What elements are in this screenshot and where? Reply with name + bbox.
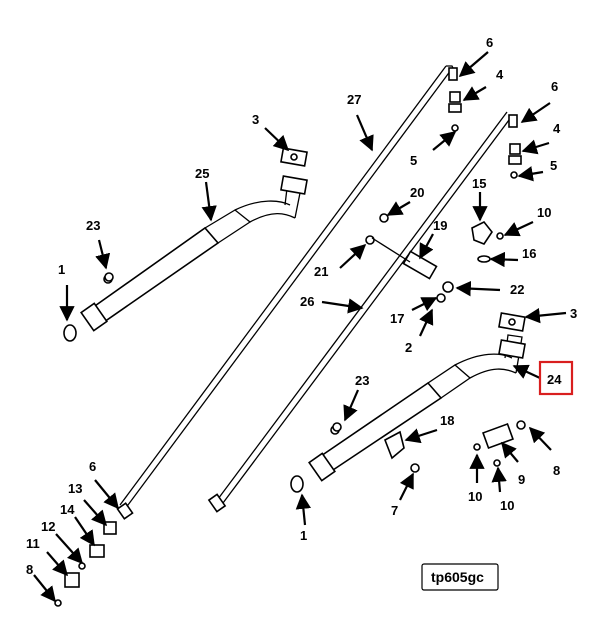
- callout-18: 18: [440, 413, 454, 428]
- callout-11: 11: [26, 536, 40, 551]
- callout-22: 22: [510, 282, 524, 297]
- callout-1-lower: 1: [300, 528, 307, 543]
- callout-15: 15: [472, 176, 486, 191]
- fitting-9: [473, 420, 526, 467]
- callout-6-right: 6: [551, 79, 558, 94]
- callout-8-left: 8: [26, 562, 33, 577]
- callout-27: 27: [347, 92, 361, 107]
- callout-23-upper: 23: [86, 218, 100, 233]
- callout-1-upper: 1: [58, 262, 65, 277]
- callout-13: 13: [68, 481, 82, 496]
- callout-6-lower-left: 6: [89, 459, 96, 474]
- callout-19: 19: [433, 218, 447, 233]
- callout-25: 25: [195, 166, 209, 181]
- callout-5-right: 5: [550, 158, 557, 173]
- callout-16: 16: [522, 246, 536, 261]
- callout-17: 17: [390, 311, 404, 326]
- callout-10-upper: 10: [537, 205, 551, 220]
- callout-24: 24: [547, 372, 562, 387]
- leader-arrows: [33, 51, 567, 603]
- tube-27: [119, 65, 462, 510]
- callout-4-right: 4: [553, 121, 561, 136]
- elbow-fitting-15: [471, 220, 504, 263]
- hose-24: [290, 312, 526, 493]
- callout-labels: 1 1 2 3 3 4 4 5 5 6 6 6 7 8 8 9 10 10 10…: [26, 35, 577, 577]
- callout-20: 20: [410, 185, 424, 200]
- callout-7: 7: [391, 503, 398, 518]
- center-fittings: [365, 213, 454, 303]
- callout-21: 21: [314, 264, 328, 279]
- fitting-stack-lower-left: [54, 502, 134, 607]
- callout-14: 14: [60, 502, 75, 517]
- callout-9: 9: [518, 472, 525, 487]
- callout-23-lower: 23: [355, 373, 369, 388]
- callout-24-highlight: 24: [538, 360, 574, 396]
- bolt-23-upper: [104, 272, 114, 282]
- callout-10-lower-right: 10: [500, 498, 514, 513]
- callout-8-right: 8: [553, 463, 560, 478]
- callout-4-top: 4: [496, 67, 504, 82]
- callout-26: 26: [300, 294, 314, 309]
- tube-26: [207, 111, 522, 513]
- bolt-23-lower: [332, 422, 342, 432]
- callout-10-lower-left: 10: [468, 489, 482, 504]
- callout-3-lower: 3: [570, 306, 577, 321]
- callout-12: 12: [41, 519, 55, 534]
- figure-id-text: tp605gc: [431, 569, 484, 585]
- callout-6-top: 6: [486, 35, 493, 50]
- callout-2: 2: [405, 340, 412, 355]
- clamp-18: [383, 430, 420, 473]
- figure-id-tag: tp605gc: [421, 563, 499, 591]
- callout-3-upper: 3: [252, 112, 259, 127]
- callout-5-top: 5: [410, 153, 417, 168]
